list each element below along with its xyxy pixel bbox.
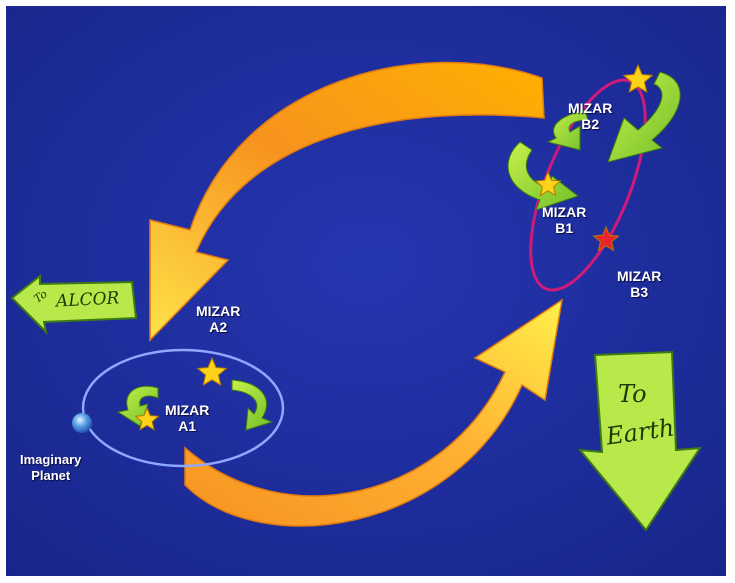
earth-sign-to: To bbox=[618, 380, 647, 408]
alcor-sign-name: ALCOR bbox=[56, 288, 120, 311]
planet-icon bbox=[72, 413, 92, 433]
